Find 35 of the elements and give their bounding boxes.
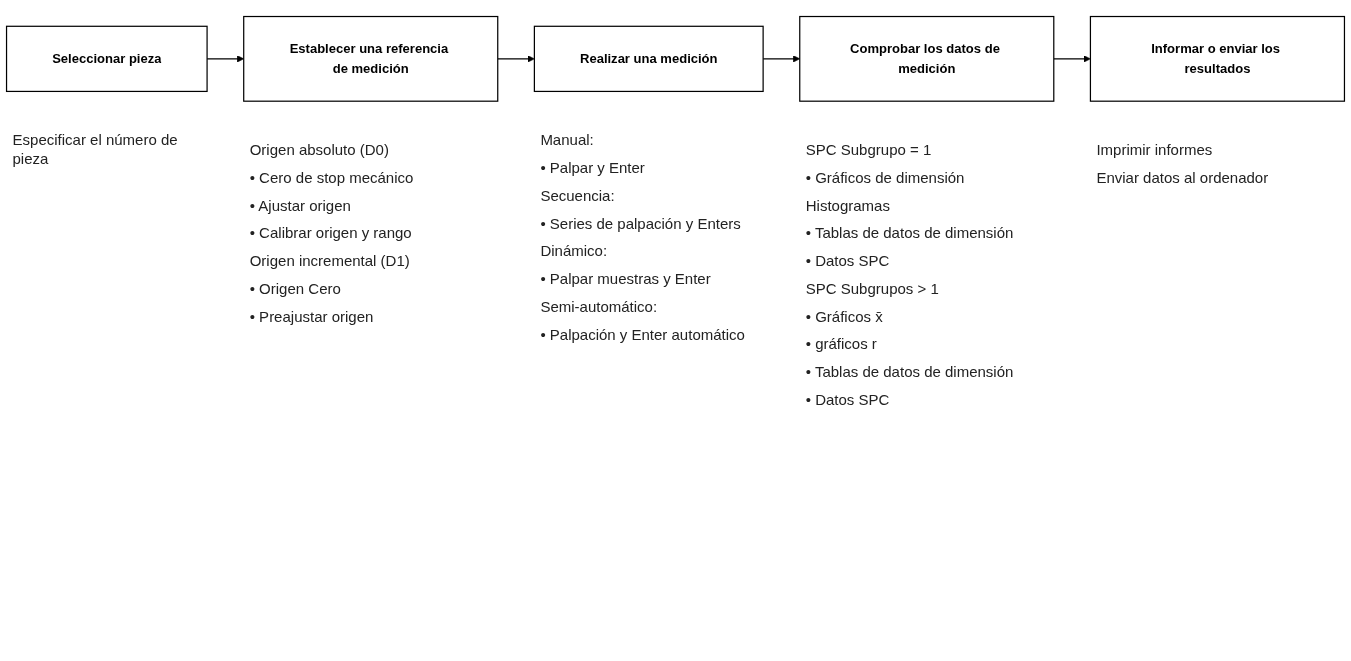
note-text: • Palpar y Enter [540, 159, 646, 178]
note-text: • Gráficos x̄ [805, 307, 884, 327]
note-text: • Preajustar origen [249, 307, 375, 327]
note-text: • Series de palpación y Enters [540, 214, 742, 234]
node-box: Seleccionar pieza [5, 25, 208, 93]
note-text: • Palpar muestras y Enter [540, 270, 712, 289]
note-text: Enviar datos al ordenador [1096, 168, 1270, 188]
node-box: Establecer una referencia de medición [243, 15, 499, 102]
arrow [1053, 55, 1091, 63]
note-text: Origen incremental (D1) [249, 252, 411, 271]
note-text: Semi-automático: [540, 297, 659, 317]
arrow [497, 55, 535, 63]
note-text: • gráficos r [805, 335, 878, 355]
note-text: Secuencia: [540, 186, 616, 206]
note-text: Histogramas [805, 196, 891, 216]
note-text: Imprimir informes [1096, 141, 1214, 160]
node-box: Comprobar los datos de medición [799, 15, 1055, 102]
note-text: • Datos SPC [805, 390, 891, 410]
note-text: • Ajustar origen [249, 196, 352, 216]
note-text: • Cero de stop mecánico [249, 168, 415, 188]
note-text: SPC Subgrupo = 1 [805, 141, 933, 160]
note-text: SPC Subgrupos > 1 [805, 279, 940, 299]
node-box: Realizar una medición [533, 25, 764, 93]
note-text: • Gráficos de dimensión [805, 168, 966, 188]
note-text: • Palpación y Enter automático [540, 325, 746, 345]
note-text: • Tablas de datos de dimensión [805, 224, 1015, 244]
note-text: Dinámico: [540, 242, 609, 262]
note-text: • Calibrar origen y rango [249, 224, 413, 244]
note-text: • Tablas de datos de dimensión [805, 363, 1015, 382]
node-box: Informar o enviar los resultados [1089, 15, 1346, 102]
note-text: Manual: [540, 131, 595, 151]
note-text: • Datos SPC [805, 252, 891, 271]
note-text: Especificar el número de pieza [12, 131, 179, 169]
note-text: • Origen Cero [249, 279, 342, 299]
note-text: Origen absoluto (D0) [249, 141, 390, 160]
